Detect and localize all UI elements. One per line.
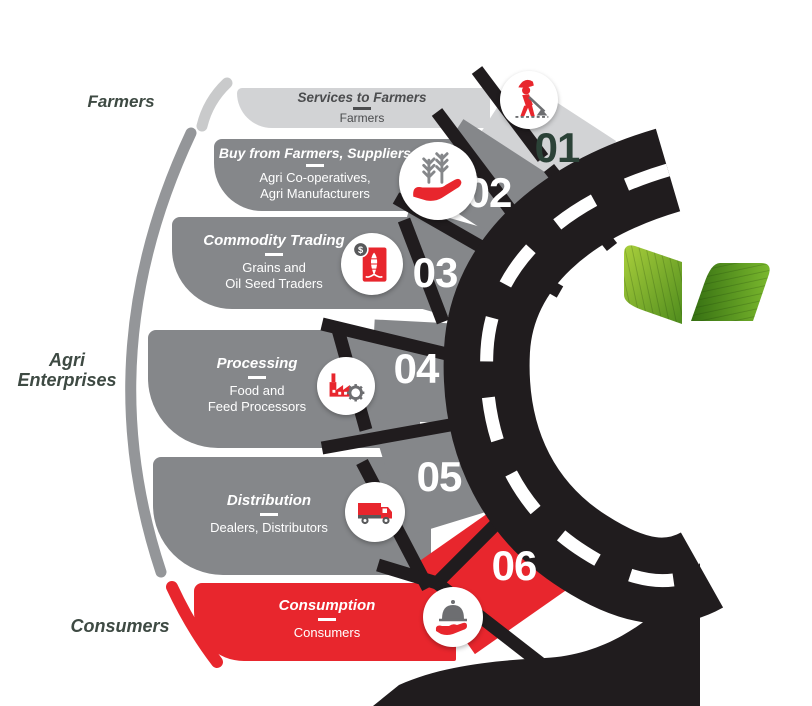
agri-enterprises-line2: Enterprises bbox=[17, 370, 117, 390]
agri-enterprises-line1: Agri bbox=[49, 350, 85, 370]
stage-text-services: Services to Farmers Farmers bbox=[262, 90, 462, 125]
stage-subtitle-line2: Feed Processors bbox=[207, 399, 307, 414]
factory-gear-icon bbox=[317, 357, 375, 415]
stage-title: Services to Farmers bbox=[297, 90, 427, 105]
stage-number-01: 01 bbox=[534, 124, 581, 171]
title-underline bbox=[260, 513, 278, 516]
stage-text-commodity: Commodity Trading Grains and Oil Seed Tr… bbox=[174, 232, 374, 292]
stage-title: Consumption bbox=[278, 597, 376, 614]
side-label-agri-enterprises: Agri Enterprises bbox=[6, 350, 128, 390]
stage-text-processing: Processing Food and Feed Processors bbox=[157, 355, 357, 415]
stage-subtitle-line1: Food and bbox=[229, 383, 285, 398]
title-underline bbox=[318, 618, 336, 621]
stage-number-06: 06 bbox=[491, 542, 538, 589]
side-label-farmers: Farmers bbox=[87, 92, 155, 111]
hand-wheat-icon bbox=[399, 142, 477, 220]
stage-number-04: 04 bbox=[393, 345, 440, 392]
stage-title: Commodity Trading bbox=[203, 232, 345, 249]
title-underline bbox=[265, 253, 283, 256]
corn-dollar-icon: $ bbox=[341, 233, 403, 295]
stage-number-03: 03 bbox=[412, 249, 459, 296]
farmer-plow-icon bbox=[500, 71, 558, 129]
dollar-symbol: $ bbox=[358, 245, 364, 255]
stage-subtitle-line1: Consumers bbox=[293, 625, 361, 640]
stage-number-05: 05 bbox=[416, 453, 463, 500]
stage-text-buy: Buy from Farmers, Suppliers Agri Co-oper… bbox=[210, 145, 420, 202]
stage-text-distribution: Distribution Dealers, Distributors bbox=[169, 492, 369, 536]
stage-subtitle: Farmers bbox=[339, 111, 385, 125]
stage-title: Distribution bbox=[226, 492, 312, 509]
stage-subtitle-line1: Dealers, Distributors bbox=[210, 520, 328, 535]
title-underline bbox=[306, 164, 324, 167]
dish-hand-icon bbox=[423, 587, 483, 647]
stage-title: Buy from Farmers, Suppliers bbox=[218, 145, 412, 161]
side-label-consumers: Consumers bbox=[70, 616, 170, 636]
truck-icon bbox=[345, 482, 405, 542]
title-underline bbox=[353, 107, 371, 110]
stage-text-consumption: Consumption Consumers bbox=[227, 597, 427, 641]
stage-subtitle-line2: Oil Seed Traders bbox=[225, 276, 323, 291]
title-underline bbox=[248, 376, 266, 379]
stage-subtitle-line2: Agri Manufacturers bbox=[260, 186, 370, 201]
stage-subtitle-line1: Grains and bbox=[242, 260, 306, 275]
stage-title: Processing bbox=[216, 355, 298, 372]
stage-subtitle-line1: Agri Co-operatives, bbox=[259, 170, 371, 185]
